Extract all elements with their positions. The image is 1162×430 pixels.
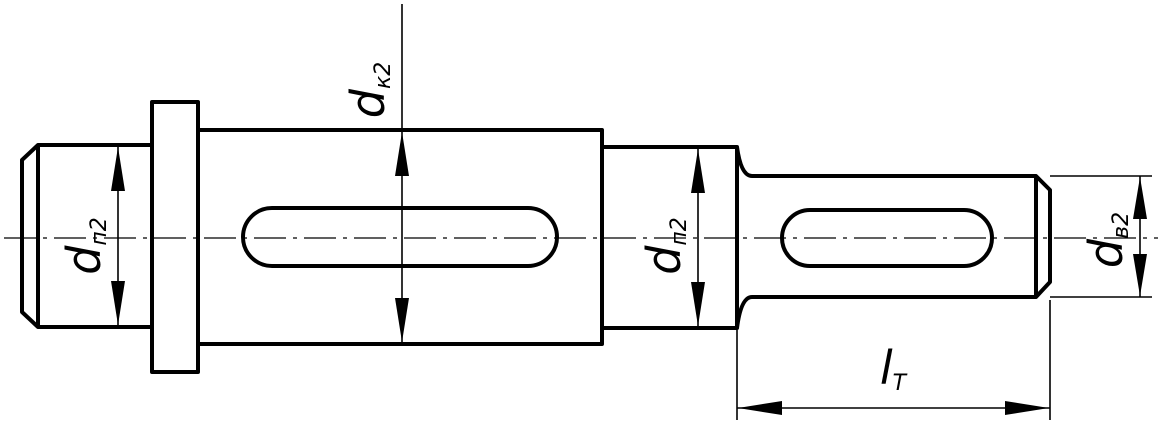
dv2-arrow-top <box>1133 177 1147 219</box>
svg-text:lТ: lТ <box>880 341 908 396</box>
dv2-arrow-bottom <box>1133 254 1147 296</box>
dp2-left-label: dп2 <box>57 217 112 275</box>
dk2-arrow-top <box>395 132 409 176</box>
lt-label: lТ <box>880 341 908 396</box>
dp2-left-arrow-top <box>111 147 125 191</box>
dk2-arrow-bottom <box>395 298 409 342</box>
svg-text:dк2: dк2 <box>341 62 396 119</box>
dk2-label: dк2 <box>341 62 396 119</box>
dp2-right-label: dп2 <box>637 217 692 275</box>
lt-arrow-right <box>1005 401 1049 415</box>
dp2-right-arrow-top <box>691 149 705 193</box>
svg-text:dв2: dв2 <box>1079 212 1134 268</box>
keyway-slot-output <box>780 208 994 268</box>
dv2-label: dв2 <box>1079 212 1134 268</box>
right-bearing-journal <box>602 145 739 330</box>
dp2-right-arrow-bottom <box>691 282 705 326</box>
svg-text:dп2: dп2 <box>57 217 112 275</box>
lt-arrow-left <box>738 401 782 415</box>
left-bearing-journal <box>20 143 152 329</box>
shaft-collar <box>150 100 200 374</box>
dp2-left-arrow-bottom <box>111 281 125 325</box>
gear-seat-section <box>196 128 604 346</box>
svg-text:dп2: dп2 <box>637 217 692 275</box>
keyway-slot-main <box>241 206 559 268</box>
output-shaft-end <box>735 146 1052 329</box>
